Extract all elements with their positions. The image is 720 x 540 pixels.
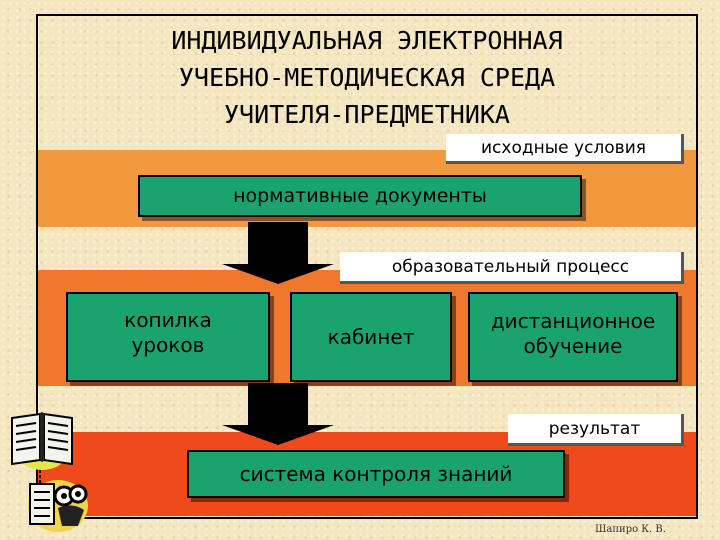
label-educational-process: образовательный процесс — [340, 252, 684, 284]
arrow-down-2 — [222, 383, 334, 445]
box-distance-line-1: дистанционное — [490, 309, 656, 333]
box-lesson-bank: копилка уроков — [66, 292, 270, 382]
author-credit: Шапиро К. В. — [595, 524, 666, 535]
box-distance-line-2: обучение — [523, 334, 623, 358]
book-icon — [11, 412, 73, 470]
box-knowledge-control: система контроля знаний — [187, 450, 565, 498]
box-distance-learning: дистанционное обучение — [468, 292, 678, 382]
box-cabinet: кабинет — [290, 292, 452, 382]
page-title: ИНДИВИДУАЛЬНАЯ ЭЛЕКТРОННАЯ УЧЕБНО-МЕТОДИ… — [36, 22, 698, 133]
box-lesson-bank-line-1: копилка — [124, 308, 212, 332]
arrow-down-1 — [222, 222, 334, 284]
box-normative-documents: нормативные документы — [138, 175, 582, 217]
title-line-1: ИНДИВИДУАЛЬНАЯ ЭЛЕКТРОННАЯ — [171, 26, 563, 55]
label-result: результат — [508, 414, 684, 446]
box-lesson-bank-line-2: уроков — [131, 333, 205, 357]
label-initial-conditions: исходные условия — [446, 134, 684, 164]
title-line-2: УЧЕБНО-МЕТОДИЧЕСКАЯ СРЕДА — [178, 63, 556, 92]
title-line-3: УЧИТЕЛЯ-ПРЕДМЕТНИКА — [224, 100, 510, 129]
diagram-frame — [36, 14, 698, 519]
owl-icon — [28, 480, 88, 532]
